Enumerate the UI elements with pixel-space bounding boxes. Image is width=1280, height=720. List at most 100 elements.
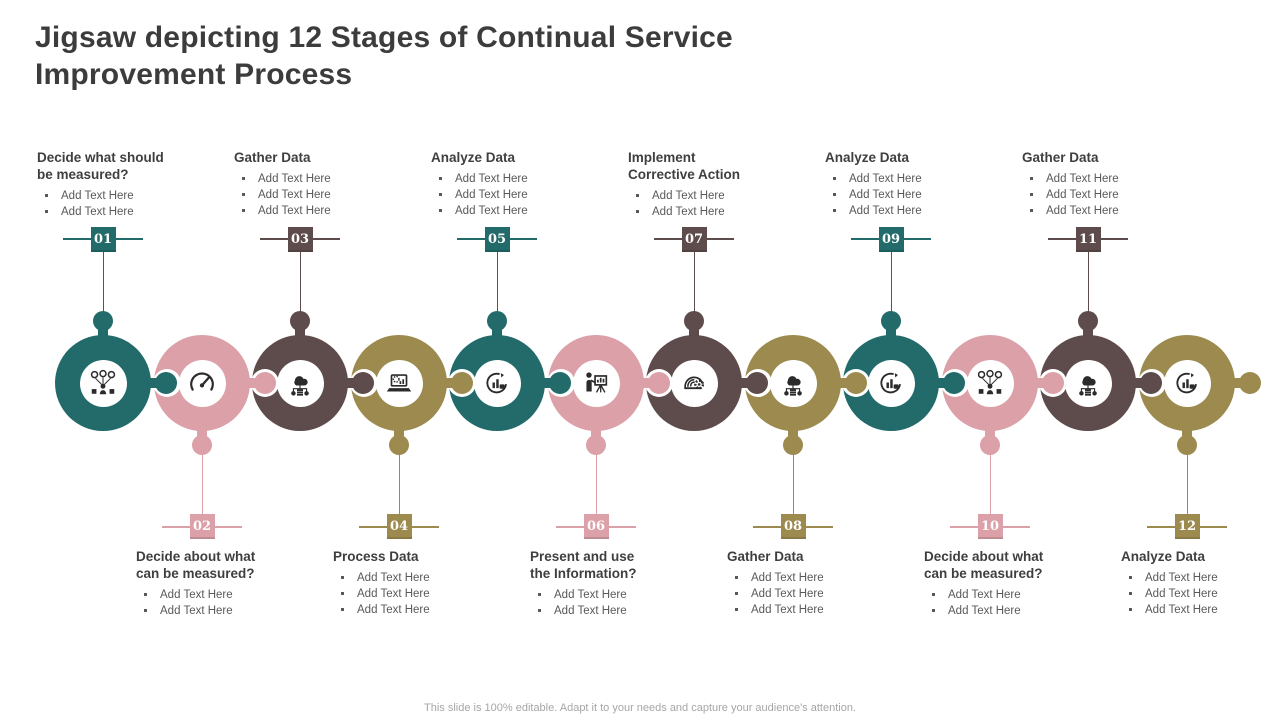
badge-tick-left <box>359 526 387 528</box>
stage-title: Gather Data <box>234 150 311 165</box>
bullet-item[interactable]: Add Text Here <box>530 604 694 618</box>
stage-text-block: Analyze Data Add Text Here Add Text Here… <box>825 150 989 220</box>
puzzle-knob-neck <box>98 326 108 340</box>
badge-tick-right <box>1100 238 1128 240</box>
connector-line <box>693 252 695 312</box>
puzzle-knob-neck <box>985 428 995 442</box>
connector-line <box>496 252 498 312</box>
badge-tick-right <box>115 238 143 240</box>
stage-title: Gather Data <box>727 549 804 564</box>
bullet-item[interactable]: Add Text Here <box>727 587 891 601</box>
bullet-item[interactable]: Add Text Here <box>37 189 201 203</box>
puzzle-knob-neck <box>295 326 305 340</box>
icon-disc <box>1064 359 1112 407</box>
cloud-data-icon <box>1073 368 1103 398</box>
stage-title: Analyze Data <box>825 150 910 165</box>
bullet-item[interactable]: Add Text Here <box>727 603 891 617</box>
bullet-item[interactable]: Add Text Here <box>431 188 595 202</box>
bullet-item[interactable]: Add Text Here <box>333 587 497 601</box>
stage-bullets: Add Text Here Add Text Here Add Text Her… <box>825 172 989 218</box>
badge-tick-right <box>805 526 833 528</box>
connector-line <box>595 455 597 515</box>
bullet-item[interactable]: Add Text Here <box>1022 172 1186 186</box>
bullet-item[interactable]: Add Text Here <box>37 205 201 219</box>
puzzle-tab-neck <box>1032 378 1048 388</box>
stage-title: Present and use the Information? <box>530 549 637 581</box>
badge-tick-right <box>706 238 734 240</box>
badge-tick-left <box>260 238 288 240</box>
bullet-item[interactable]: Add Text Here <box>431 172 595 186</box>
stage-number-badge: 10 <box>977 514 1003 539</box>
stage-text-block: Gather Data Add Text Here Add Text Here … <box>1022 150 1186 220</box>
stage-number-badge: 01 <box>90 227 116 252</box>
bullet-item[interactable]: Add Text Here <box>727 571 891 585</box>
badge-tick-left <box>950 526 978 528</box>
stage-text-block: Implement Corrective Action Add Text Her… <box>628 150 792 221</box>
puzzle-piece <box>154 335 250 431</box>
stage-number-badge: 12 <box>1174 514 1200 539</box>
bullet-item[interactable]: Add Text Here <box>924 588 1088 602</box>
bullet-item[interactable]: Add Text Here <box>1121 587 1280 601</box>
bullet-item[interactable]: Add Text Here <box>924 604 1088 618</box>
bullet-item[interactable]: Add Text Here <box>234 172 398 186</box>
puzzle-tab <box>746 372 768 394</box>
stage-title: Analyze Data <box>431 150 516 165</box>
puzzle-knob-neck <box>1083 326 1093 340</box>
puzzle-tab <box>943 372 965 394</box>
puzzle-piece <box>55 335 151 431</box>
bullet-item[interactable]: Add Text Here <box>825 172 989 186</box>
icon-disc <box>670 359 718 407</box>
badge-tick-right <box>1002 526 1030 528</box>
stage-title: Decide what should be measured? <box>37 150 164 182</box>
puzzle-tab <box>1140 372 1162 394</box>
connector-line <box>1087 252 1089 312</box>
puzzle-tab-neck <box>835 378 851 388</box>
connector-line <box>398 455 400 515</box>
analyze-refresh-icon <box>876 368 906 398</box>
people-network-icon <box>88 368 118 398</box>
icon-disc <box>1163 359 1211 407</box>
bullet-item[interactable]: Add Text Here <box>628 189 792 203</box>
bullet-item[interactable]: Add Text Here <box>628 205 792 219</box>
icon-disc <box>867 359 915 407</box>
bullet-item[interactable]: Add Text Here <box>825 204 989 218</box>
people-network-icon <box>975 368 1005 398</box>
bullet-item[interactable]: Add Text Here <box>1022 204 1186 218</box>
bullet-item[interactable]: Add Text Here <box>1121 603 1280 617</box>
stage-title: Gather Data <box>1022 150 1099 165</box>
puzzle-tab-neck <box>342 378 358 388</box>
puzzle-tab <box>352 372 374 394</box>
puzzle-knob-neck <box>492 326 502 340</box>
icon-disc <box>375 359 423 407</box>
badge-tick-left <box>1147 526 1175 528</box>
connector-line <box>890 252 892 312</box>
stage-number-badge: 06 <box>583 514 609 539</box>
connector-line <box>792 455 794 515</box>
puzzle-tab <box>1239 372 1261 394</box>
bullet-item[interactable]: Add Text Here <box>530 588 694 602</box>
bullet-item[interactable]: Add Text Here <box>234 204 398 218</box>
badge-tick-left <box>654 238 682 240</box>
puzzle-tab <box>648 372 670 394</box>
stage-bullets: Add Text Here Add Text Here Add Text Her… <box>333 571 497 617</box>
bullet-item[interactable]: Add Text Here <box>431 204 595 218</box>
bullet-item[interactable]: Add Text Here <box>1121 571 1280 585</box>
bullet-item[interactable]: Add Text Here <box>333 571 497 585</box>
bullet-item[interactable]: Add Text Here <box>234 188 398 202</box>
bullet-item[interactable]: Add Text Here <box>136 604 300 618</box>
puzzle-tab <box>549 372 571 394</box>
stage-text-block: Gather Data Add Text Here Add Text Here … <box>727 549 891 619</box>
stage-bullets: Add Text Here Add Text Here Add Text Her… <box>1022 172 1186 218</box>
icon-disc <box>276 359 324 407</box>
puzzle-knob-neck <box>1182 428 1192 442</box>
bullet-item[interactable]: Add Text Here <box>333 603 497 617</box>
puzzle-tab-neck <box>1130 378 1146 388</box>
puzzle-knob-neck <box>591 428 601 442</box>
bullet-item[interactable]: Add Text Here <box>136 588 300 602</box>
icon-disc <box>966 359 1014 407</box>
bullet-item[interactable]: Add Text Here <box>1022 188 1186 202</box>
stage-title: Implement Corrective Action <box>628 150 741 182</box>
puzzle-tab-neck <box>244 378 260 388</box>
laptop-gear-icon <box>384 368 414 398</box>
bullet-item[interactable]: Add Text Here <box>825 188 989 202</box>
